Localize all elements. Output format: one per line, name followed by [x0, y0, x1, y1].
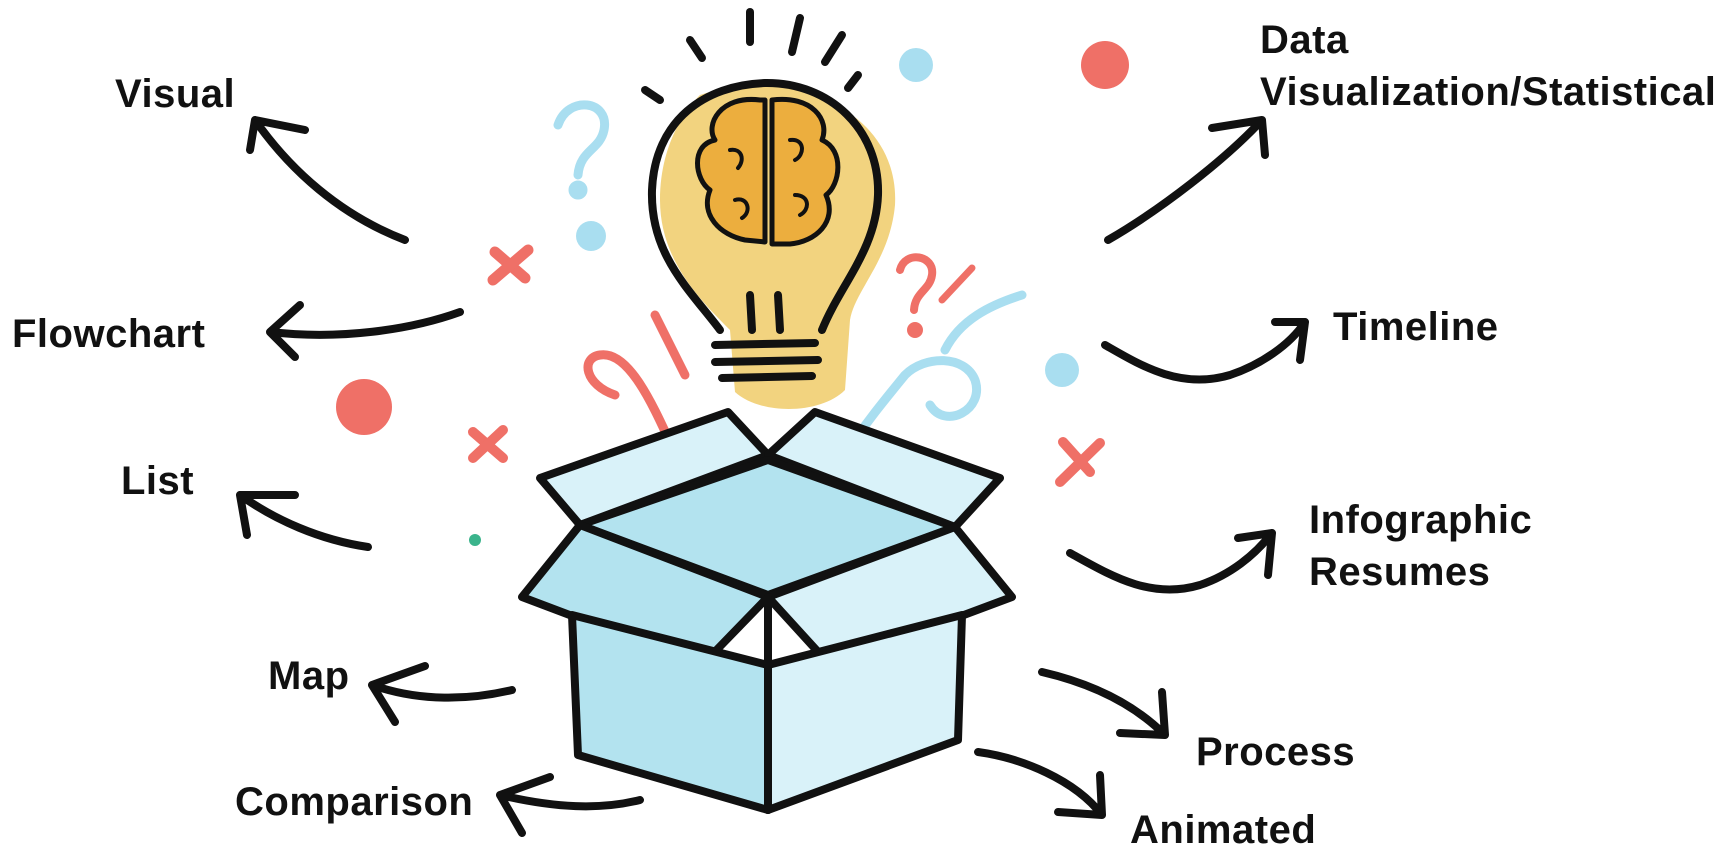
arrow-flowchart	[266, 301, 464, 361]
arrow-animated	[974, 748, 1106, 819]
label-map: Map	[268, 654, 350, 698]
brain-icon	[695, 96, 841, 247]
label-infographic-line1: Infographic	[1309, 498, 1533, 542]
arrow-data	[1104, 116, 1269, 244]
label-process: Process	[1196, 730, 1356, 774]
label-data-line2: Visualization/Statistical	[1260, 70, 1717, 114]
open-box-icon	[518, 408, 1016, 814]
dot-icon	[1081, 41, 1129, 89]
question-mark-icon	[553, 100, 609, 200]
label-infographic-line2: Resumes	[1309, 550, 1491, 594]
arrow-visual	[246, 116, 409, 244]
streamer	[583, 350, 680, 458]
dot-icon	[1045, 353, 1079, 387]
dot-icon	[336, 379, 392, 435]
label-data-line1: Data	[1260, 18, 1349, 62]
arrow-comparison	[496, 773, 644, 837]
arrow-map	[368, 662, 516, 726]
dot-icon	[576, 221, 606, 251]
streamer	[650, 310, 690, 380]
arrow-list	[236, 491, 372, 551]
arrow-process	[1038, 668, 1169, 739]
label-visual: Visual	[115, 72, 236, 116]
star-icon	[468, 425, 508, 463]
decorations	[336, 41, 1129, 546]
question-mark-icon	[896, 253, 937, 338]
label-timeline: Timeline	[1333, 305, 1499, 349]
dot-icon	[469, 534, 481, 546]
arrow-timeline	[1101, 318, 1309, 384]
label-comparison: Comparison	[235, 780, 474, 824]
label-flowchart: Flowchart	[12, 312, 206, 356]
dot-icon	[899, 48, 933, 82]
label-animated: Animated	[1130, 808, 1317, 852]
streamer	[940, 290, 1027, 355]
arrows	[236, 116, 1309, 837]
streamer	[938, 264, 976, 304]
star-icon	[487, 244, 534, 286]
label-list: List	[121, 459, 195, 503]
cross-icon	[1055, 437, 1105, 487]
arrow-infographic	[1066, 529, 1276, 594]
